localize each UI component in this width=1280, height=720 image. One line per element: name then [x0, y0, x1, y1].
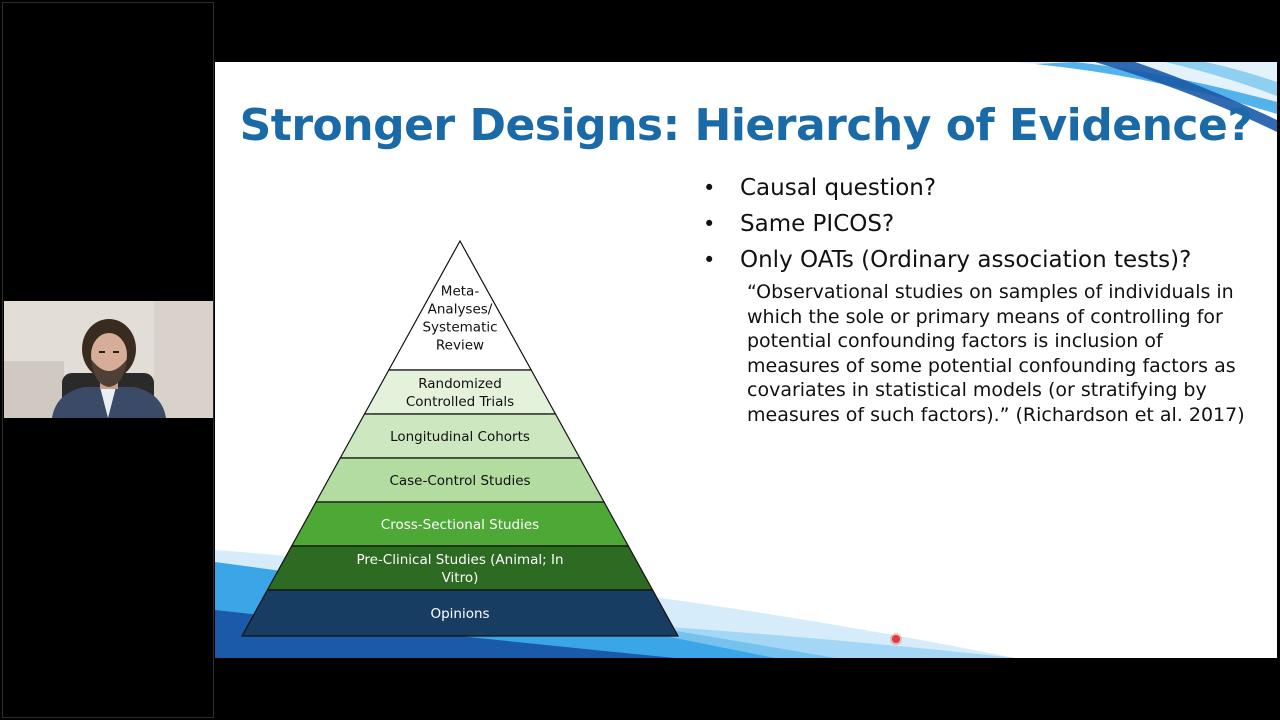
pyramid-level-label: Longitudinal Cohorts — [390, 429, 530, 445]
pyramid-level-label: Cross-Sectional Studies — [381, 517, 539, 533]
bullet-list: Causal question? Same PICOS? Only OATs (… — [703, 170, 1273, 278]
pyramid-level-label: Randomized — [418, 376, 502, 392]
quote-line: measures of some potential confounding f… — [747, 354, 1236, 377]
laser-pointer — [892, 635, 900, 643]
bullet-item: Only OATs (Ordinary association tests)? — [703, 242, 1273, 278]
presenter-video — [4, 301, 213, 418]
presentation-slide: Stronger Designs: Hierarchy of Evidence?… — [215, 62, 1277, 658]
pyramid-level-label: Review — [436, 338, 484, 354]
quote-line: potential confounding factors is inclusi… — [747, 330, 1163, 352]
pyramid-level — [240, 589, 680, 637]
participant-video-tile[interactable] — [4, 301, 213, 418]
pyramid-level-label: Analyses/ — [428, 302, 493, 318]
quote-line: which the sole or primary means of contr… — [747, 305, 1223, 328]
bullet-item: Causal question? — [703, 170, 1273, 206]
pyramid-level-label: Vitro) — [442, 570, 479, 586]
pyramid-level-label: Opinions — [430, 606, 489, 622]
richardson-quote: “Observational studies on samples of ind… — [747, 280, 1275, 427]
evidence-pyramid: Meta- Analyses/SystematicReviewRandomized… — [240, 239, 680, 637]
bullet-item: Same PICOS? — [703, 206, 1273, 242]
pyramid-level-label: Case-Control Studies — [389, 473, 530, 489]
slide-title: Stronger Designs: Hierarchy of Evidence? — [239, 100, 1253, 151]
pyramid-level-label: Systematic — [422, 320, 497, 336]
pyramid-level-label: Meta- — [441, 284, 480, 300]
quote-line: measures of such factors).” (Richardson … — [747, 403, 1245, 426]
pyramid-level-label: Pre-Clinical Studies (Animal; In — [356, 552, 563, 568]
quote-line: “Observational studies on samples of ind… — [747, 281, 1234, 303]
pyramid-level-label: Controlled Trials — [406, 394, 514, 410]
quote-line: covariates in statistical models (or str… — [747, 379, 1207, 401]
